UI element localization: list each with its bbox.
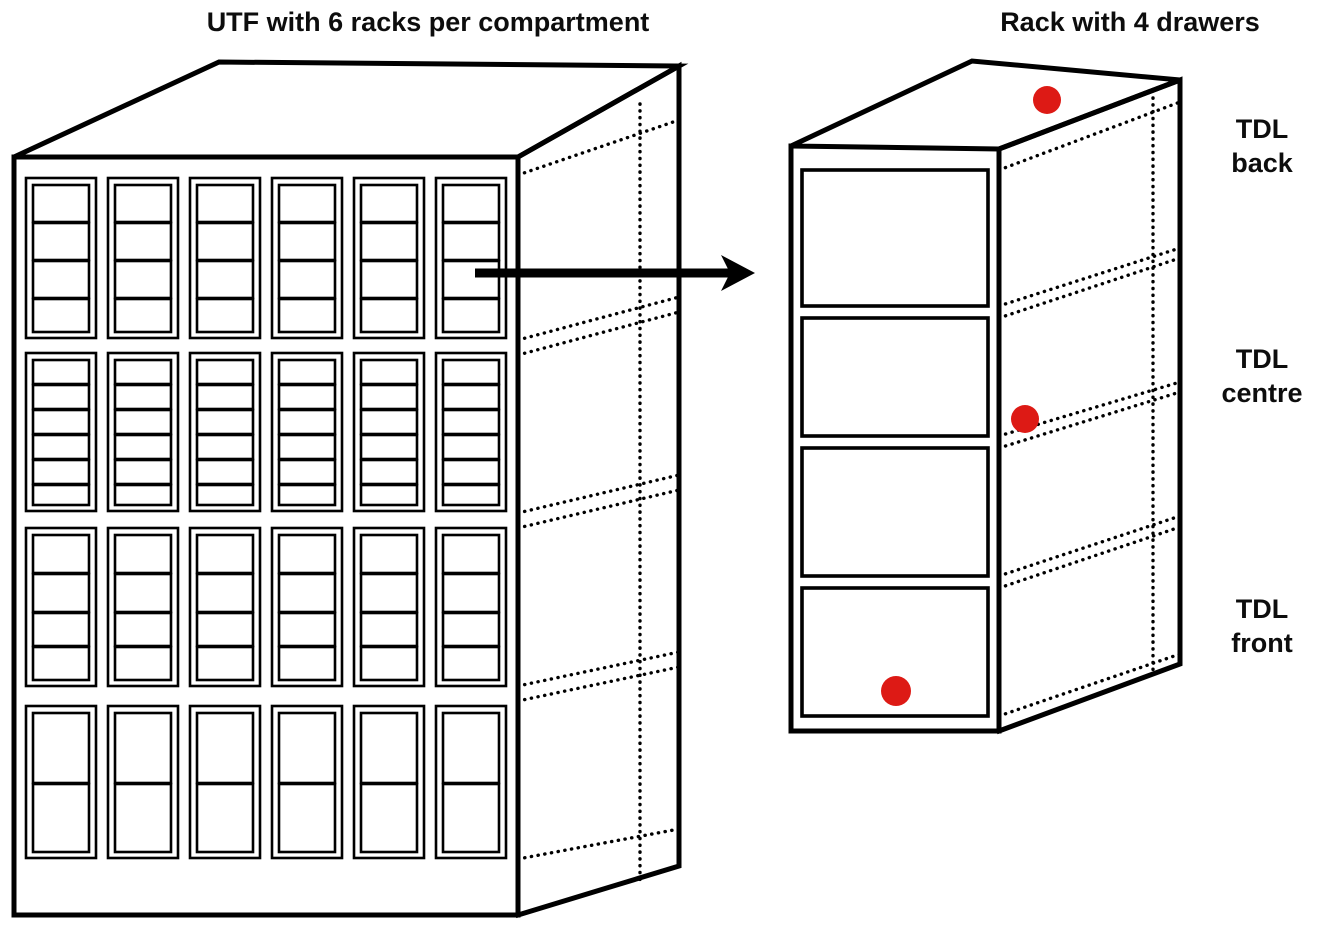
utf-compartment-3 — [24, 526, 508, 688]
utf-front-face — [14, 157, 518, 915]
rack-column — [188, 351, 262, 513]
rack-column — [24, 351, 98, 513]
rack-column — [352, 526, 426, 688]
tdl-back-label: TDL back — [1231, 114, 1294, 178]
utf-side-face — [518, 66, 679, 915]
rack-column — [106, 704, 180, 860]
rack-column — [434, 526, 508, 688]
rack-column — [106, 176, 180, 340]
marker-tdl-back-icon — [1033, 86, 1061, 114]
marker-tdl-front-icon — [881, 676, 911, 706]
rack-column — [352, 351, 426, 513]
rack-column — [270, 526, 344, 688]
zoom-arrow — [475, 255, 755, 291]
rack-column — [24, 526, 98, 688]
tdl-centre-label: TDL centre — [1221, 344, 1302, 408]
rack-column — [434, 704, 508, 860]
rack-column — [352, 176, 426, 340]
rack-column — [106, 526, 180, 688]
rack-column — [188, 704, 262, 860]
left-panel-title: UTF with 6 racks per compartment — [207, 7, 650, 37]
tdl-back-line2: back — [1231, 148, 1294, 178]
rack-column — [270, 176, 344, 340]
rack-column — [24, 704, 98, 860]
tdl-front-line1: TDL — [1236, 594, 1288, 624]
utf-hidden-rack-guides — [516, 102, 681, 882]
drawer-3 — [800, 446, 990, 578]
tdl-front-label: TDL front — [1231, 594, 1292, 658]
arrow-head-icon — [721, 255, 755, 291]
rack-column — [188, 526, 262, 688]
single-rack — [788, 58, 1183, 735]
tdl-label-group: TDL back TDL centre TDL front — [1221, 114, 1302, 658]
rack-drawers — [800, 168, 990, 718]
rack-hidden-drawer-guides — [997, 96, 1182, 718]
tdl-centre-line2: centre — [1221, 378, 1302, 408]
tdl-front-line2: front — [1231, 628, 1292, 658]
utf-compartment-4 — [24, 704, 508, 860]
rack-column — [270, 351, 344, 513]
rack-column — [188, 176, 262, 340]
utf-top-face — [14, 62, 679, 157]
rack-side-face — [999, 80, 1180, 731]
marker-tdl-centre-icon — [1011, 405, 1039, 433]
utf-cabinet — [11, 59, 689, 919]
tdl-back-line1: TDL — [1236, 114, 1288, 144]
rack-column — [106, 351, 180, 513]
rack-column — [434, 176, 508, 340]
rack-column — [24, 176, 98, 340]
utf-compartment-2 — [24, 351, 508, 513]
rack-outline — [788, 58, 1183, 735]
utf-compartment-1 — [24, 176, 508, 340]
tdl-centre-line1: TDL — [1236, 344, 1288, 374]
rack-column — [434, 351, 508, 513]
utf-outline — [11, 59, 689, 919]
rack-top-face — [791, 61, 1180, 149]
rack-column — [270, 704, 344, 860]
drawer-2 — [800, 316, 990, 438]
rack-column — [352, 704, 426, 860]
right-panel-title: Rack with 4 drawers — [1000, 7, 1260, 37]
drawer-1 — [800, 168, 990, 308]
